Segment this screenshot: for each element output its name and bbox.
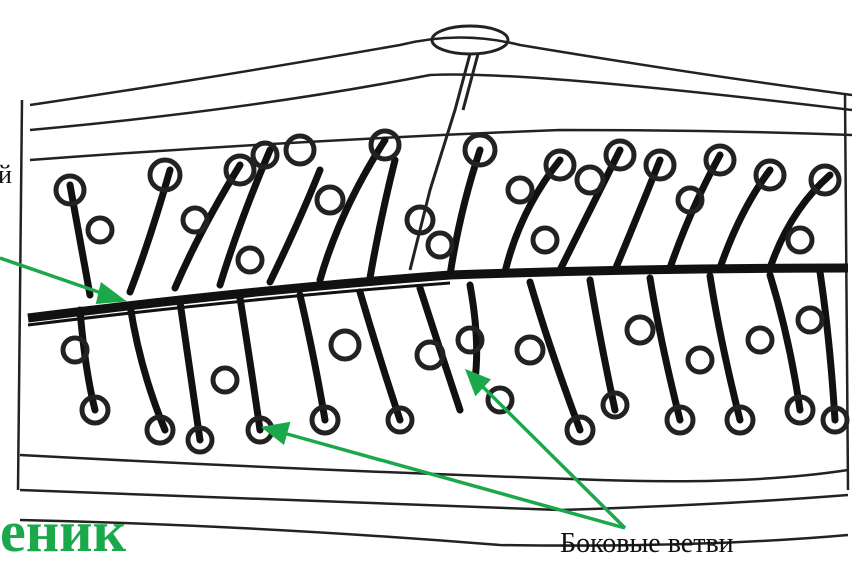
segment-outline — [18, 38, 852, 546]
label-side-branches: Боковые ветви — [560, 528, 734, 560]
arrow-to-main-stem — [0, 258, 110, 296]
title-bottom-fragment: еник — [0, 498, 126, 565]
label-left-fragment: й — [0, 160, 12, 190]
